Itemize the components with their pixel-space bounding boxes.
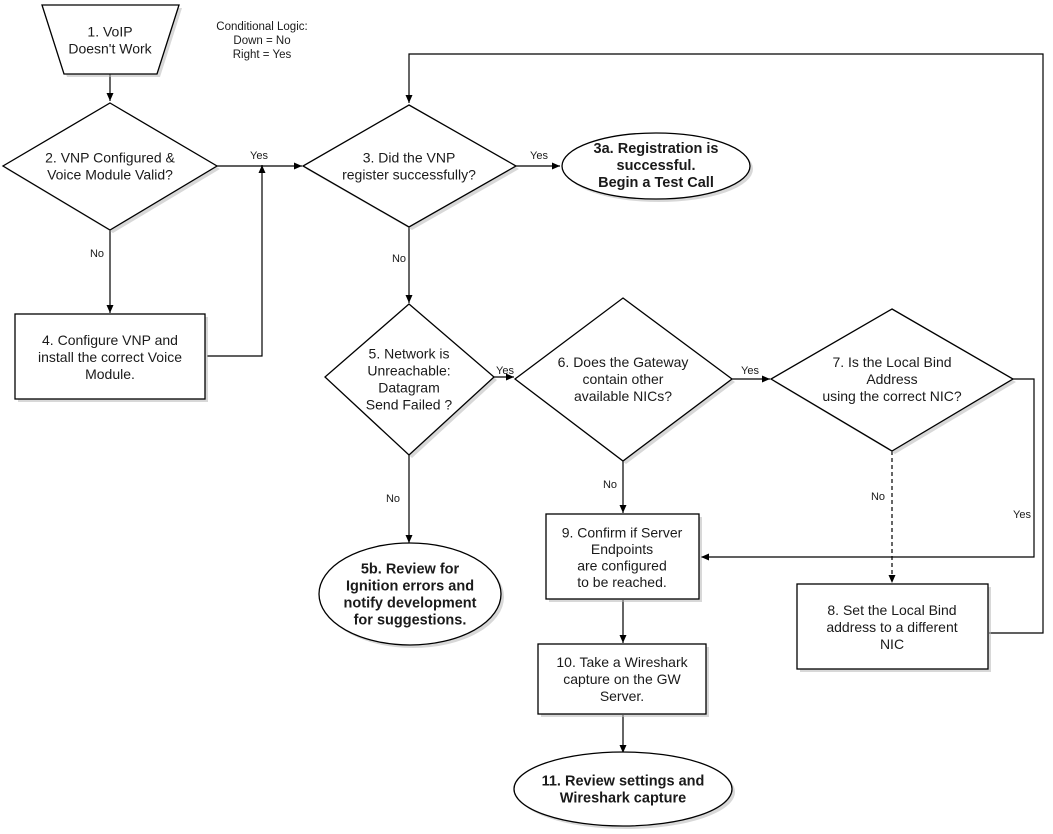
text-line: 6. Does the Gateway <box>558 354 689 370</box>
text-line: 11. Review settings and <box>542 774 705 790</box>
text-line: Unreachable: <box>367 363 450 379</box>
edge-label-2-4: No <box>90 248 104 260</box>
edge-8-loop-to-3 <box>405 53 1044 634</box>
text-line: Ignition errors and <box>346 579 474 595</box>
text-line: are configured <box>577 557 667 573</box>
text-line: 3a. Registration is <box>594 141 719 157</box>
text-line: 2. VNP Configured & <box>45 150 175 166</box>
text-line: register successfully? <box>342 167 476 183</box>
text-line: 10. Take a Wireshark <box>556 654 688 670</box>
edge-label-5-6: Yes <box>496 365 514 377</box>
text-line: to be reached. <box>577 574 667 590</box>
text-line: Right = Yes <box>233 49 292 61</box>
text-line: Conditional Logic: <box>216 21 307 33</box>
edge-label-5-5b: No <box>386 493 400 505</box>
edge-labels: Yes No Yes No Yes No Yes No No Yes <box>90 150 1031 521</box>
edge-label-6-9: No <box>603 479 617 491</box>
text-line: Begin a Test Call <box>598 175 714 191</box>
text-line: contain other <box>583 371 664 387</box>
node-2-label: 2. VNP Configured &Voice Module Valid? <box>45 150 175 183</box>
text-line: 5. Network is <box>369 346 450 362</box>
node-2-vnp-configured-decision: 2. VNP Configured &Voice Module Valid? <box>1 102 220 233</box>
text-line: for suggestions. <box>354 613 467 629</box>
text-line: using the correct NIC? <box>822 388 961 404</box>
legend-note: Conditional Logic: Down = No Right = Yes <box>216 21 307 61</box>
text-line: available NICs? <box>574 388 672 404</box>
text-line: capture on the GW <box>563 671 681 687</box>
text-line: Doesn't Work <box>68 41 152 57</box>
text-line: Wireshark capture <box>560 791 686 807</box>
text-line: Address <box>866 371 917 387</box>
text-line: Send Failed ? <box>366 397 453 413</box>
text-line: Endpoints <box>591 541 653 557</box>
text-line: Server. <box>600 688 644 704</box>
text-line: successful. <box>617 158 696 174</box>
text-line: 4. Configure VNP and <box>42 332 178 348</box>
edge-label-7-8: No <box>871 491 885 503</box>
text-line: NIC <box>880 636 904 652</box>
edge-label-3-3a: Yes <box>530 150 548 162</box>
text-line: notify development <box>344 596 477 612</box>
edge-label-6-7: Yes <box>741 365 759 377</box>
text-line: install the correct Voice <box>38 349 182 365</box>
edge-7-to-9 <box>701 378 1035 561</box>
edges <box>106 53 1044 753</box>
text-line: 3. Did the VNP <box>363 150 456 166</box>
text-line: 1. VoIP <box>87 24 132 40</box>
text-line: 8. Set the Local Bind <box>827 602 956 618</box>
text-line: 7. Is the Local Bind <box>832 354 951 370</box>
edge-label-7-9: Yes <box>1013 509 1031 521</box>
edge-label-2-3: Yes <box>250 150 268 162</box>
text-line: Voice Module Valid? <box>47 167 173 183</box>
text-line: 5b. Review for <box>361 562 460 578</box>
text-line: Down = No <box>233 35 290 47</box>
edge-label-3-5: No <box>392 253 406 265</box>
text-line: Datagram <box>378 380 439 396</box>
text-line: Module. <box>85 366 135 382</box>
text-line: address to a different <box>826 619 957 635</box>
edge-4-to-3-merge <box>207 165 266 357</box>
text-line: 9. Confirm if Server <box>562 524 683 540</box>
